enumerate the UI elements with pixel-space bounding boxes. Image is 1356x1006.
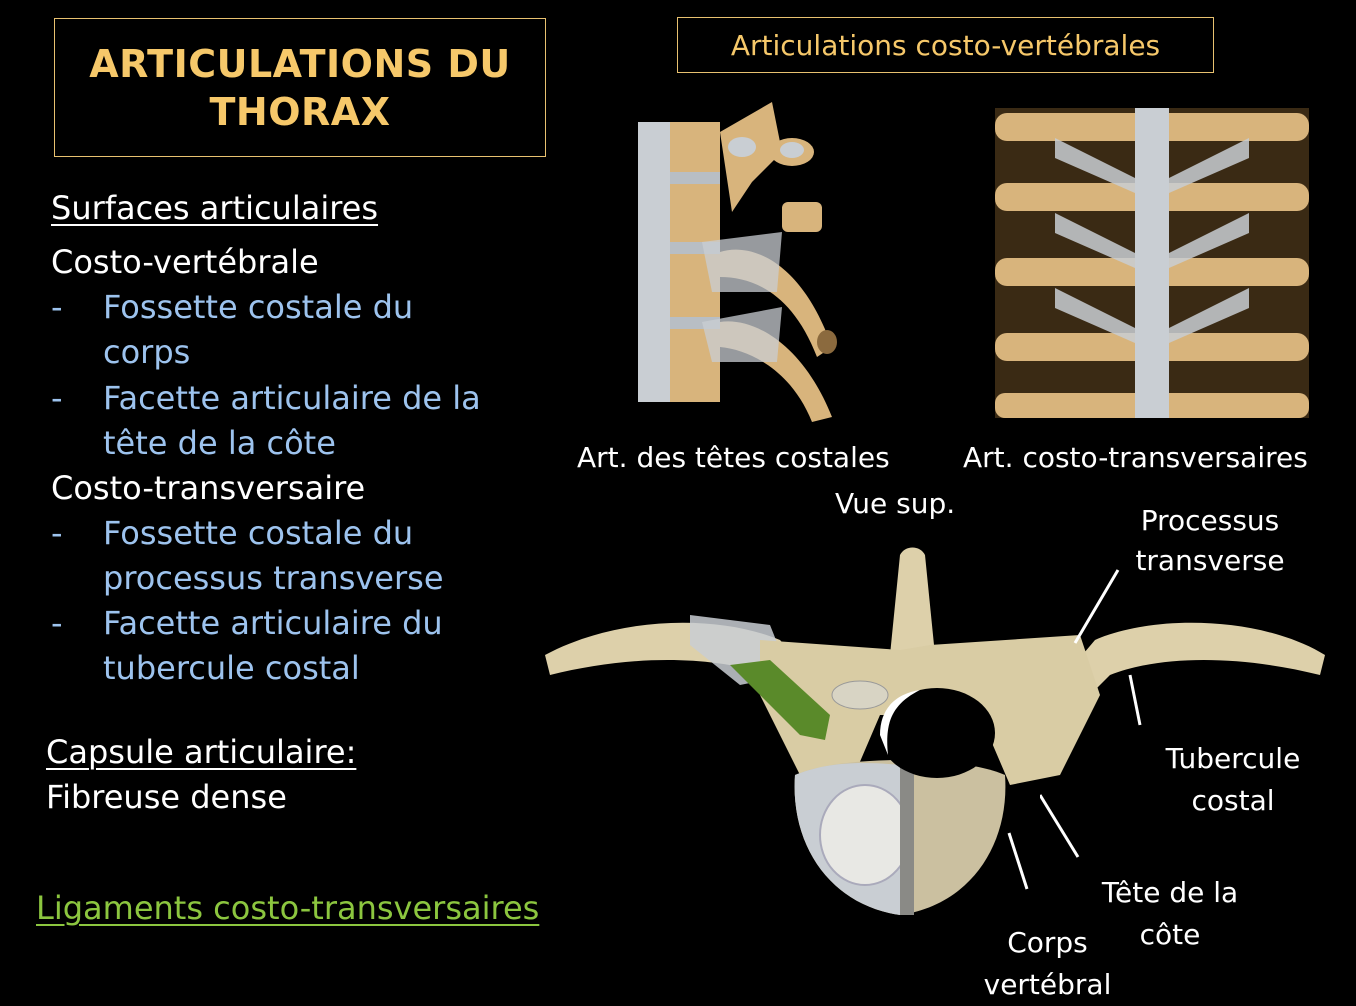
list-dash: - bbox=[51, 514, 63, 552]
label-processus-transverse: Processus transverse bbox=[1120, 501, 1300, 581]
superior-view-illustration bbox=[545, 547, 1325, 915]
list-dash: - bbox=[51, 604, 63, 642]
list-item-line1: Fossette costale du bbox=[103, 514, 414, 552]
title-line-2: THORAX bbox=[209, 89, 391, 134]
surfaces-heading: Surfaces articulaires bbox=[51, 189, 379, 227]
title-line-1: ARTICULATIONS DU bbox=[89, 41, 511, 86]
list-item: - Fossette costale du processus transver… bbox=[51, 511, 531, 601]
subtitle-box: Articulations costo-vertébrales bbox=[677, 17, 1214, 73]
list-item-line2: tubercule costal bbox=[103, 649, 360, 687]
caption-costo-transverse: Art. costo-transversaires bbox=[963, 441, 1308, 474]
label-tubercule-line2: costal bbox=[1191, 784, 1275, 817]
costo-transversaire-heading: Costo-transversaire bbox=[51, 469, 366, 507]
caption-vue-sup: Vue sup. bbox=[835, 487, 956, 520]
list-item-line2: processus transverse bbox=[103, 559, 444, 597]
capsule-value: Fibreuse dense bbox=[46, 778, 287, 816]
capsule-heading: Capsule articulaire: bbox=[46, 733, 357, 771]
label-processus-line1: Processus bbox=[1140, 504, 1280, 537]
list-item-line1: Facette articulaire de la bbox=[103, 379, 481, 417]
title-box: ARTICULATIONS DU THORAX bbox=[54, 18, 546, 157]
list-item-line2: corps bbox=[103, 333, 191, 371]
pointer-line-corps bbox=[1007, 832, 1029, 890]
rib-heads-illustration bbox=[638, 102, 837, 422]
label-processus-line2: transverse bbox=[1135, 544, 1285, 577]
list-item-line2: tête de la côte bbox=[103, 424, 336, 462]
label-corps-vertebral: Corps vertébral bbox=[965, 922, 1130, 1006]
costo-transverse-illustration bbox=[995, 108, 1309, 418]
label-tete-line1: Tête de la bbox=[1101, 876, 1239, 909]
label-tete-de-la-cote: Tête de la côte bbox=[1085, 872, 1255, 956]
pointer-lines bbox=[1040, 569, 1142, 858]
subtitle: Articulations costo-vertébrales bbox=[730, 28, 1161, 62]
ligaments-link[interactable]: Ligaments costo-transversaires bbox=[36, 889, 540, 927]
costo-vertebrale-heading: Costo-vertébrale bbox=[51, 243, 319, 281]
list-dash: - bbox=[51, 379, 63, 417]
caption-rib-heads: Art. des têtes costales bbox=[577, 441, 890, 474]
list-item: - Facette articulaire de la tête de la c… bbox=[51, 376, 531, 466]
label-tete-line2: côte bbox=[1139, 918, 1201, 951]
list-dash: - bbox=[51, 288, 63, 326]
label-tubercule-line1: Tubercule bbox=[1165, 742, 1301, 775]
list-item: - Facette articulaire du tubercule costa… bbox=[51, 601, 531, 691]
list-item: - Fossette costale du corps bbox=[51, 285, 531, 375]
label-corps-line1: Corps bbox=[1007, 926, 1088, 959]
label-tubercule-costal: Tubercule costal bbox=[1148, 738, 1318, 822]
list-item-line1: Fossette costale du bbox=[103, 288, 414, 326]
list-item-line1: Facette articulaire du bbox=[103, 604, 443, 642]
label-corps-line2: vertébral bbox=[983, 968, 1112, 1001]
